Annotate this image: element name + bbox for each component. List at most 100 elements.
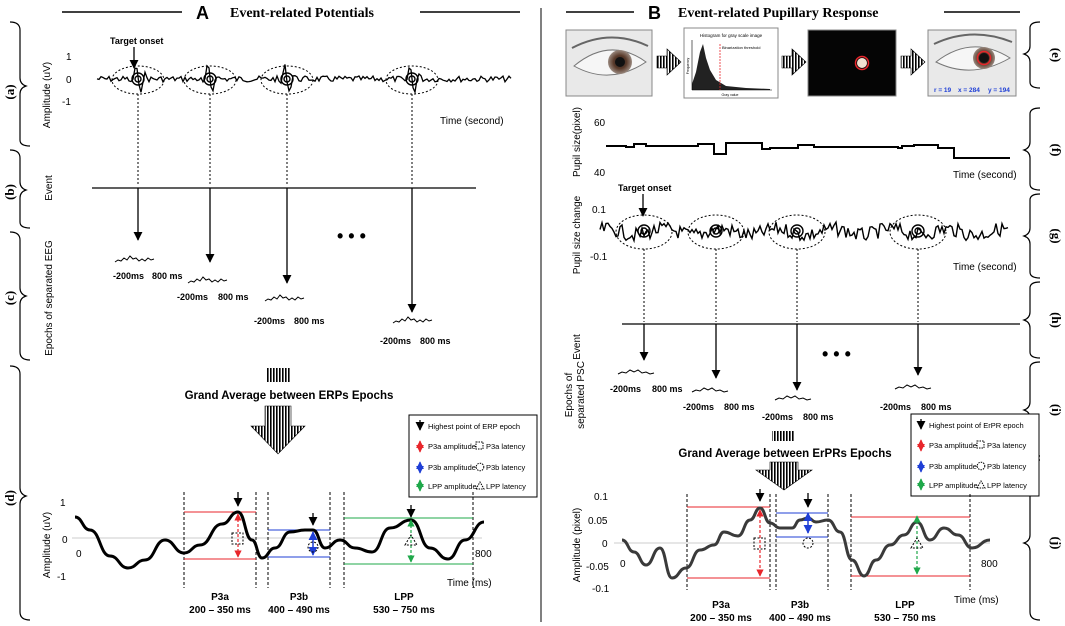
svg-text:LPP amplitude: LPP amplitude: [428, 482, 477, 491]
erpr-window-lpp-name: LPP: [895, 600, 915, 611]
eeg-time-label: Time (second): [440, 116, 504, 127]
erp-window-p3b-range: 400 – 490 ms: [268, 605, 330, 616]
psc-ellipsis: • • •: [822, 344, 851, 364]
pupil-size-tick-60: 60: [594, 118, 606, 129]
erpr-tick-0.1: 0.1: [594, 492, 608, 503]
erp-window-lpp-name: LPP: [394, 592, 414, 603]
eeg-signal-trace: [96, 64, 512, 95]
svg-text:LPP latency: LPP latency: [486, 482, 526, 491]
psc-epoch3-start: -200ms: [762, 412, 793, 422]
erp-x-zero: 0: [76, 549, 82, 560]
svg-text:P3b amplitude: P3b amplitude: [929, 462, 977, 471]
svg-text:LPP amplitude: LPP amplitude: [929, 481, 978, 490]
pipeline-arrow-2: [781, 48, 807, 76]
eeg-tick-1: 1: [66, 52, 72, 63]
svg-text:P3a latency: P3a latency: [486, 442, 525, 451]
psc-epochs-label-2: separated PSC: [576, 361, 587, 429]
histogram-x-label: Gray value: [722, 93, 739, 97]
panel-a-header: A Event-related Potentials: [62, 3, 520, 23]
erp-legend: Highest point of ERP epoch P3a amplitude…: [408, 414, 538, 498]
erpr-x-end: 800: [981, 559, 998, 570]
psc-target-onset-label: Target onset: [618, 183, 671, 193]
erp-window-p3a-name: P3a: [211, 592, 229, 603]
pupil-y-readout: y = 194: [988, 87, 1010, 94]
svg-text:P3a latency: P3a latency: [987, 441, 1026, 450]
erpr-window-lpp-range: 530 – 750 ms: [874, 613, 936, 624]
pupil-x-readout: x = 284: [958, 87, 980, 94]
erpr-window-levels: [687, 506, 970, 579]
erpr-legend: Highest point of ErPR epoch P3a amplitud…: [910, 413, 1040, 497]
psc-epoch-traces: [617, 369, 932, 401]
erp-window-levels: [184, 511, 473, 565]
erp-x-label: Time (ms): [447, 578, 492, 589]
erp-tick-1: 1: [60, 498, 66, 509]
epoch4-end: 800 ms: [420, 336, 451, 346]
erpr-window-p3a-name: P3a: [712, 600, 730, 611]
psc-event-spirals: [637, 224, 925, 238]
row-label-e: (e): [1049, 48, 1064, 62]
erp-x-end: 800: [475, 549, 492, 560]
psc-y-label: Pupil size change: [572, 195, 583, 274]
panel-b-letter: B: [648, 3, 661, 23]
psc-epochs-label-1: Epochs of: [564, 373, 575, 418]
erp-window-bounds: [183, 492, 474, 588]
svg-text:LPP latency: LPP latency: [987, 481, 1027, 490]
epoch1-start: -200ms: [113, 271, 144, 281]
row-label-i: (i): [1049, 404, 1064, 416]
svg-text:Highest point of ERP epoch: Highest point of ERP epoch: [428, 422, 520, 431]
row-label-g: (g): [1049, 228, 1064, 243]
psc-signal-trace: [599, 219, 1009, 244]
panel-b-row-brackets: [1022, 21, 1041, 621]
erpr-window-p3b-name: P3b: [791, 600, 809, 611]
psc-tick-neg: -0.1: [590, 252, 608, 263]
epoch2-start: -200ms: [177, 292, 208, 302]
panel-b-title: Event-related Pupillary Response: [678, 6, 878, 21]
grand-average-block-arrow: [250, 405, 306, 455]
psc-epoch2-start: -200ms: [683, 402, 714, 412]
eye-photo-detected: r = 19 x = 284 y = 194: [927, 29, 1017, 97]
row-label-f: (f): [1049, 144, 1064, 157]
epoch2-end: 800 ms: [218, 292, 249, 302]
eeg-event-label: Event: [44, 175, 55, 201]
erpr-tick-minus0.1: -0.1: [592, 584, 610, 595]
erpr-tick-0.05: 0.05: [588, 516, 608, 527]
psc-event-label: Event: [572, 334, 583, 360]
erp-y-axis-label: Amplitude (uV): [42, 512, 53, 578]
panel-a-title: Event-related Potentials: [230, 6, 375, 21]
psc-epoch2-end: 800 ms: [724, 402, 755, 412]
erpr-tick-minus0.05: -0.05: [586, 562, 609, 573]
eeg-event-droplines: [137, 94, 413, 186]
row-label-h: (h): [1049, 312, 1064, 328]
erpr-window-bounds: [686, 494, 971, 590]
erp-markers: [231, 492, 418, 563]
erpr-window-p3a-range: 200 – 350 ms: [690, 613, 752, 624]
row-label-c: (c): [2, 291, 17, 305]
eeg-ellipsis: • • •: [337, 226, 366, 246]
psc-epoch4-end: 800 ms: [921, 402, 952, 412]
epoch1-end: 800 ms: [152, 271, 183, 281]
psc-grand-average-block-arrow: [755, 461, 813, 491]
erp-window-p3b-name: P3b: [290, 592, 308, 603]
erp-window-p3a-range: 200 – 350 ms: [189, 605, 251, 616]
erpr-y-axis-label: Amplitude (pixel): [572, 508, 583, 582]
erpr-tick-0: 0: [602, 539, 608, 550]
eeg-epoch-arrows: [133, 188, 417, 313]
row-label-a: (a): [2, 84, 17, 99]
eeg-target-onset-label: Target onset: [110, 36, 163, 46]
panel-a-letter: A: [196, 3, 209, 23]
histogram-y-label: Frequency: [686, 57, 690, 74]
eeg-epoch-traces: [114, 255, 433, 324]
erpr-markers: [753, 489, 924, 577]
psc-epoch-arrows: [639, 324, 923, 391]
erp-average-trace: [74, 510, 485, 570]
erpr-window-p3b-range: 400 – 490 ms: [769, 613, 831, 624]
psc-time-label: Time (second): [953, 262, 1017, 273]
pipeline-arrow-3: [900, 48, 926, 76]
histogram-thumbnail: Histogram for gray scale image Binarizat…: [683, 27, 779, 99]
psc-epoch1-start: -200ms: [610, 384, 641, 394]
row-label-d: (d): [2, 490, 17, 506]
psc-epoch4-start: -200ms: [880, 402, 911, 412]
erp-tick-0: 0: [62, 535, 68, 546]
psc-event-droplines: [643, 249, 919, 322]
psc-epoch3-end: 800 ms: [803, 412, 834, 422]
